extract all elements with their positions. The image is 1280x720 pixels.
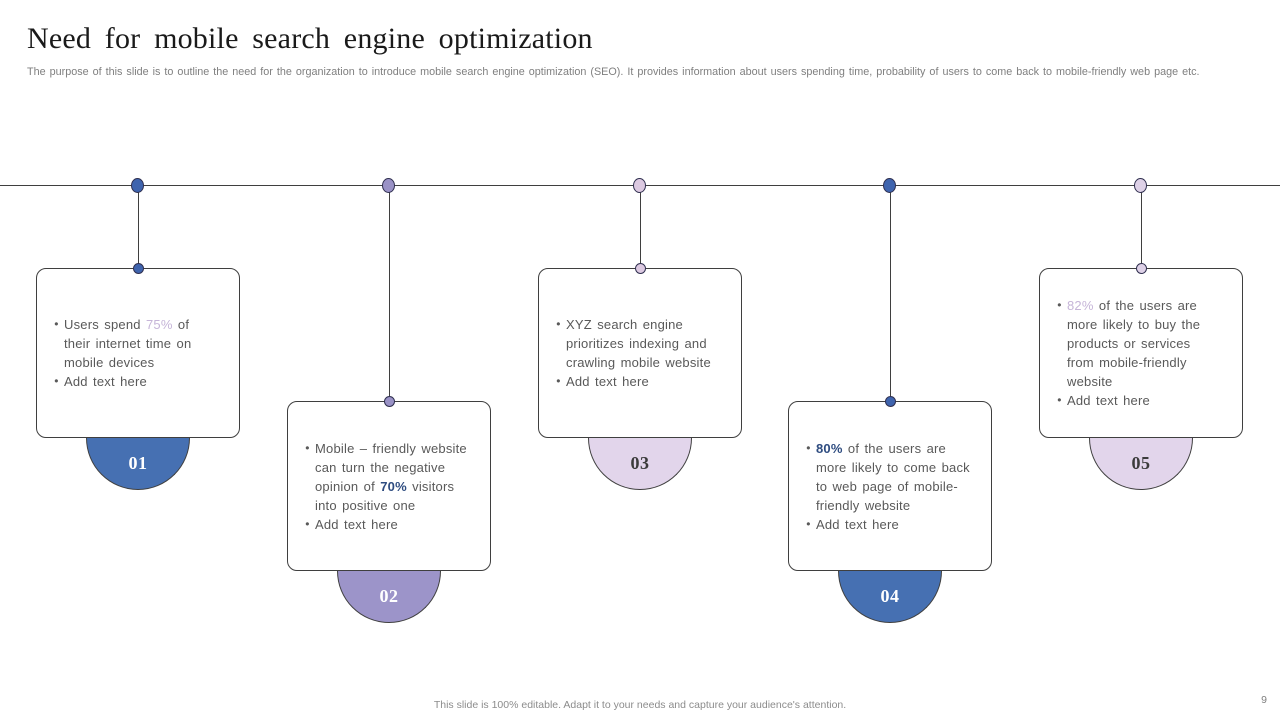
bullet-text: Users spend 75% of their internet time o… <box>64 317 192 370</box>
step-number-semicircle: 05 <box>1089 438 1193 490</box>
bullet-text: Add text here <box>816 516 899 532</box>
bullet-item: Add text here <box>1052 391 1222 410</box>
step-number-semicircle: 01 <box>86 438 190 490</box>
card-connector-dot <box>635 263 646 274</box>
bullet-text: Add text here <box>64 374 147 389</box>
connector-line-02 <box>389 186 390 401</box>
percent-highlight: 70% <box>380 478 407 494</box>
card-05: 82% of the users are more likely to buy … <box>1039 263 1243 490</box>
bullet-list: Mobile – friendly website can turn the n… <box>288 439 490 534</box>
card-connector-dot <box>133 263 144 274</box>
bullet-item: XYZ search engine prioritizes indexing a… <box>551 315 721 372</box>
step-number-semicircle: 03 <box>588 438 692 490</box>
bullet-list: XYZ search engine prioritizes indexing a… <box>539 315 741 391</box>
bullet-item: Add text here <box>551 372 721 391</box>
timeline-dot-03 <box>633 178 646 193</box>
slide-description: The purpose of this slide is to outline … <box>27 66 1200 78</box>
connector-line-03 <box>640 186 641 268</box>
page-title: Need for mobile search engine optimizati… <box>27 22 593 55</box>
step-number: 04 <box>880 586 900 606</box>
timeline-dot-05 <box>1134 178 1147 193</box>
connector-line-04 <box>890 186 891 401</box>
bullet-text: Add text here <box>1067 393 1150 408</box>
card-connector-dot <box>885 396 896 407</box>
bullet-text: 80% of the users are more likely to come… <box>816 440 970 513</box>
step-number: 02 <box>379 586 399 606</box>
timeline-dot-04 <box>883 178 896 193</box>
step-number: 05 <box>1131 453 1151 473</box>
card-connector-dot <box>1136 263 1147 274</box>
connector-line-01 <box>138 186 139 268</box>
bullet-item: 82% of the users are more likely to buy … <box>1052 296 1222 391</box>
bullet-item: Mobile – friendly website can turn the n… <box>300 439 470 515</box>
timeline-dot-02 <box>382 178 395 193</box>
percent-highlight: 80% <box>816 440 843 456</box>
footer-note: This slide is 100% editable. Adapt it to… <box>433 699 847 711</box>
step-number-semicircle: 02 <box>337 571 441 623</box>
connector-line-05 <box>1141 186 1142 268</box>
percent-highlight: 75% <box>146 317 173 332</box>
bullet-text: Mobile – friendly website can turn the n… <box>315 440 467 513</box>
step-number-semicircle: 04 <box>838 571 942 623</box>
card-03: XYZ search engine prioritizes indexing a… <box>538 263 742 490</box>
card-02: Mobile – friendly website can turn the n… <box>287 396 491 623</box>
percent-highlight: 82% <box>1067 298 1094 313</box>
bullet-item: Add text here <box>49 372 219 391</box>
bullet-text: Add text here <box>315 516 398 532</box>
bullet-text: Add text here <box>566 374 649 389</box>
page-number: 9 <box>1261 694 1267 706</box>
bullet-list: Users spend 75% of their internet time o… <box>37 315 239 391</box>
bullet-item: Add text here <box>801 515 971 534</box>
card-01: Users spend 75% of their internet time o… <box>36 263 240 490</box>
bullet-text: 82% of the users are more likely to buy … <box>1067 298 1201 389</box>
bullet-item: 80% of the users are more likely to come… <box>801 439 971 515</box>
bullet-item: Add text here <box>300 515 470 534</box>
bullet-item: Users spend 75% of their internet time o… <box>49 315 219 372</box>
bullet-text: XYZ search engine prioritizes indexing a… <box>566 317 711 370</box>
card-04: 80% of the users are more likely to come… <box>788 396 992 623</box>
step-number: 01 <box>128 453 148 473</box>
bullet-list: 80% of the users are more likely to come… <box>789 439 991 534</box>
card-connector-dot <box>384 396 395 407</box>
timeline-dot-01 <box>131 178 144 193</box>
bullet-list: 82% of the users are more likely to buy … <box>1040 296 1242 410</box>
step-number: 03 <box>630 453 650 473</box>
